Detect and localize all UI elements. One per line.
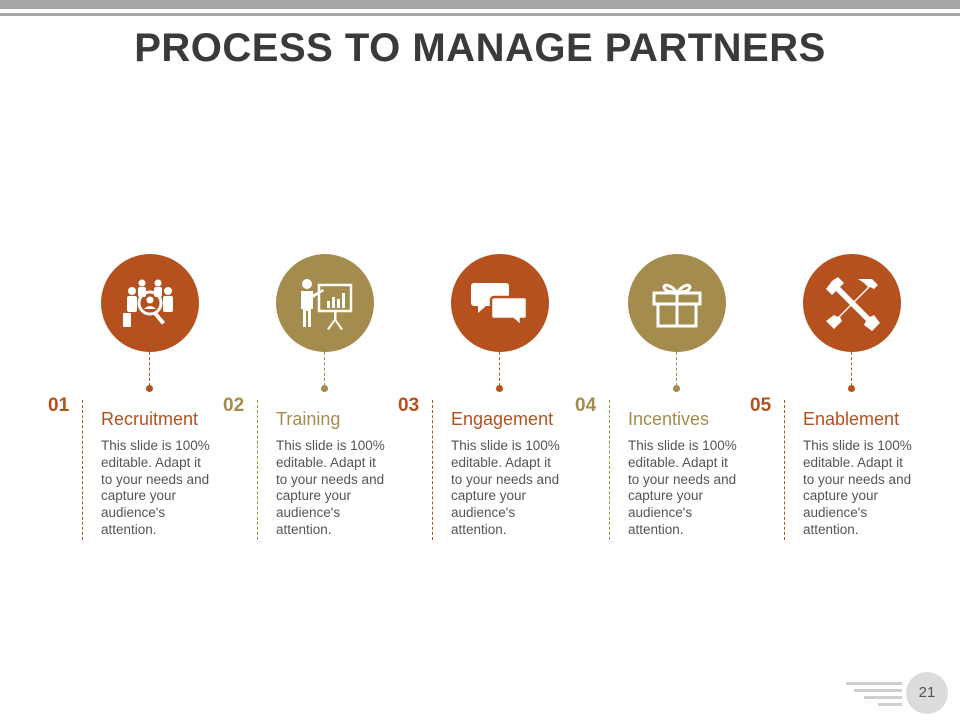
- step-description: This slide is 100% editable. Adapt it to…: [276, 438, 385, 537]
- recruitment-circle: [101, 254, 199, 352]
- top-bar-thin: [0, 13, 960, 16]
- incentives-circle: [628, 254, 726, 352]
- slide-title: PROCESS TO MANAGE PARTNERS: [134, 26, 826, 70]
- step-training: 02 Training This slide is 100% editable.…: [223, 0, 399, 720]
- step-number: 01: [48, 395, 70, 416]
- connector-dot: [848, 385, 855, 392]
- step-divider: [82, 400, 83, 540]
- step-description: This slide is 100% editable. Adapt it to…: [803, 438, 912, 537]
- step-incentives: 04 Incentives This slide is 100% editabl…: [575, 0, 751, 720]
- step-title: Incentives: [628, 409, 710, 429]
- step-title: Recruitment: [101, 409, 199, 429]
- step-divider: [784, 400, 785, 540]
- connector-line: [324, 352, 325, 386]
- connector-dot: [673, 385, 680, 392]
- step-divider: [432, 400, 433, 540]
- step-divider: [257, 400, 258, 540]
- enablement-circle: [803, 254, 901, 352]
- engagement-circle: [451, 254, 549, 352]
- step-recruitment: 01 Recruitment This slide is 100% editab…: [48, 0, 224, 720]
- chat-bubbles-icon: [471, 283, 529, 329]
- step-number: 05: [750, 395, 772, 416]
- connector-dot: [321, 385, 328, 392]
- footer-lines-decoration: [846, 682, 902, 706]
- connector-dot: [146, 385, 153, 392]
- step-divider: [609, 400, 610, 540]
- step-description: This slide is 100% editable. Adapt it to…: [628, 438, 737, 537]
- step-description: This slide is 100% editable. Adapt it to…: [451, 438, 560, 537]
- step-title: Engagement: [451, 409, 554, 429]
- top-bar: [0, 0, 960, 9]
- tools-icon: [826, 277, 880, 331]
- connector-line: [149, 352, 150, 386]
- connector-dot: [496, 385, 503, 392]
- step-title: Training: [276, 409, 341, 429]
- step-number: 02: [223, 395, 245, 416]
- step-number: 03: [398, 395, 420, 416]
- recruitment-icon: [123, 279, 173, 327]
- step-description: This slide is 100% editable. Adapt it to…: [101, 438, 210, 537]
- page-number: 21: [906, 672, 948, 714]
- step-engagement: 03 Engagement This slide is 100% editabl…: [398, 0, 574, 720]
- presentation-icon: [301, 279, 353, 330]
- step-enablement: 05 Enablement This slide is 100% editabl…: [750, 0, 926, 720]
- step-title: Enablement: [803, 409, 900, 429]
- connector-line: [676, 352, 677, 386]
- gift-icon: [652, 283, 702, 328]
- step-number: 04: [575, 395, 597, 416]
- connector-line: [851, 352, 852, 386]
- training-circle: [276, 254, 374, 352]
- connector-line: [499, 352, 500, 386]
